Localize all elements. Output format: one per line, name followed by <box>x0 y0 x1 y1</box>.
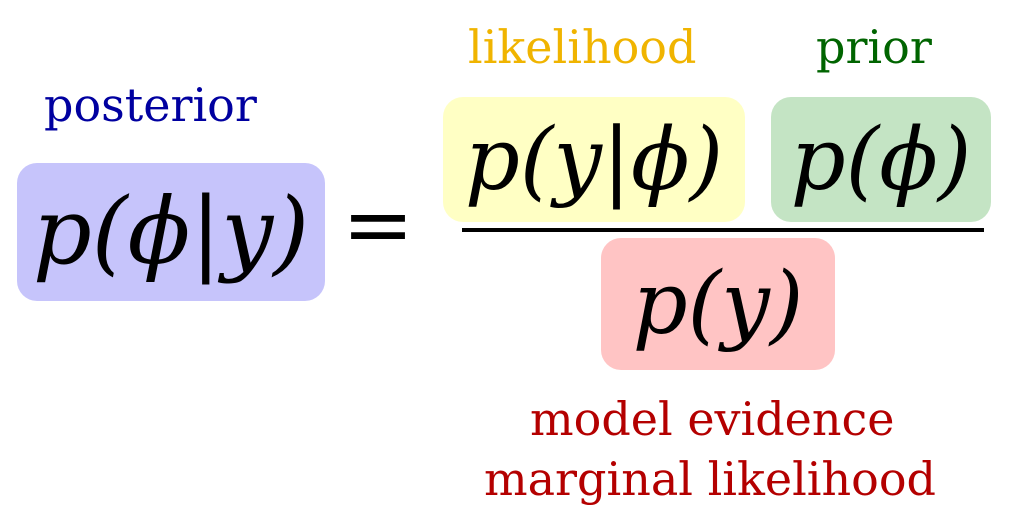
likelihood-expression: p(y|ϕ) <box>464 109 724 210</box>
evidence-box: p(y) <box>601 238 835 370</box>
equals-sign: = <box>342 175 415 275</box>
prior-expression: p(ϕ) <box>790 109 972 210</box>
posterior-expression: p(ϕ|y) <box>32 178 310 285</box>
evidence-expression: p(y) <box>632 254 804 354</box>
prior-label: prior <box>816 20 932 74</box>
posterior-label: posterior <box>44 78 257 132</box>
likelihood-box: p(y|ϕ) <box>443 97 745 222</box>
prior-box: p(ϕ) <box>771 97 991 222</box>
fraction-line <box>462 228 984 232</box>
evidence-label-line1: model evidence <box>530 392 895 446</box>
posterior-box: p(ϕ|y) <box>17 163 325 301</box>
evidence-label-line2: marginal likelihood <box>484 452 936 506</box>
likelihood-label: likelihood <box>468 20 697 74</box>
